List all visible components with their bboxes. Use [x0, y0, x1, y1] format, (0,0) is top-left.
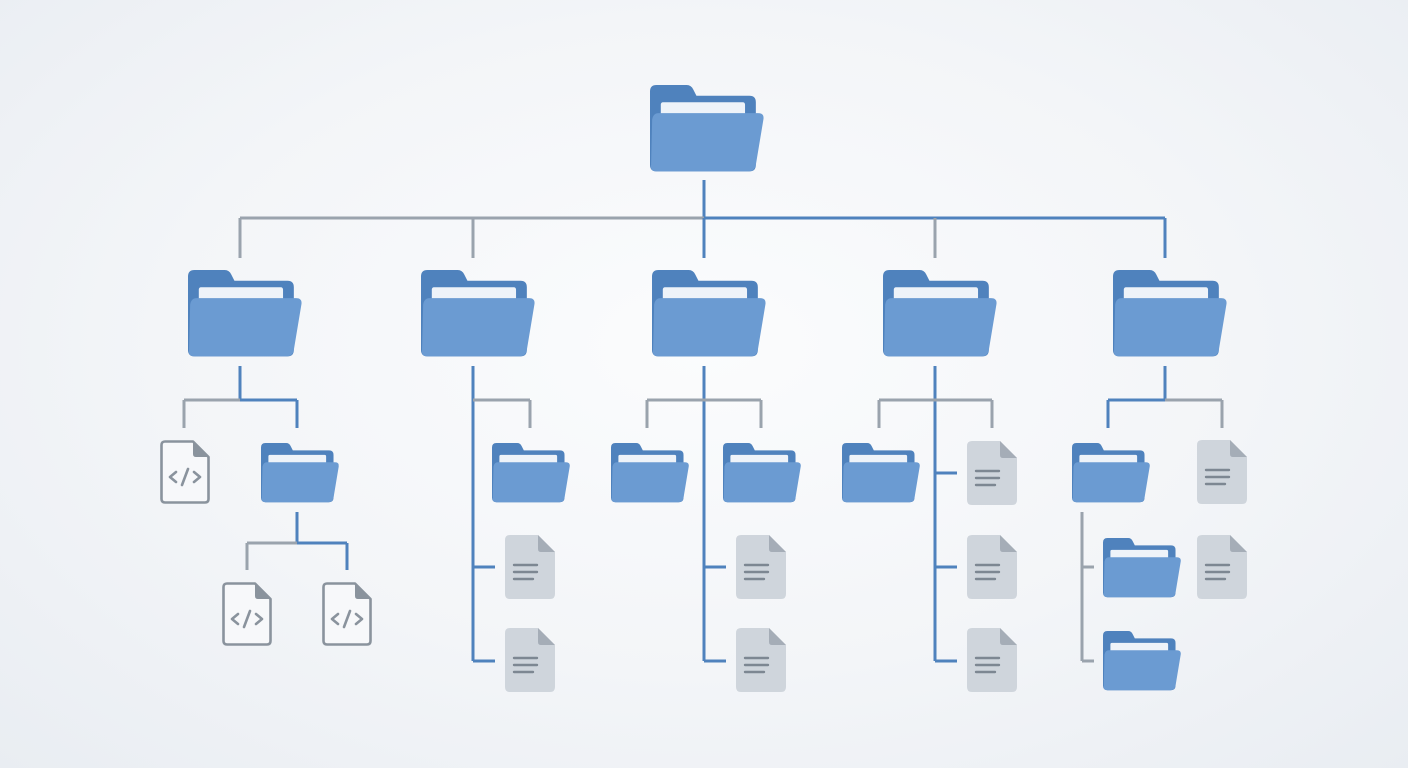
- folder-icon: [842, 443, 920, 503]
- document-icon: [967, 535, 1017, 599]
- folder-icon: [492, 443, 570, 503]
- document-icon: [736, 535, 786, 599]
- document-icon: [505, 628, 555, 692]
- folder-icon: [883, 270, 997, 357]
- document-icon: [1197, 440, 1247, 504]
- folder-icon: [1103, 631, 1181, 691]
- code-file-icon: [160, 440, 210, 504]
- folder-icon: [652, 270, 766, 357]
- document-icon: [967, 441, 1017, 505]
- document-icon: [505, 535, 555, 599]
- folder-icon: [1103, 538, 1181, 598]
- folder-icon: [1072, 443, 1150, 503]
- tree-nodes: [160, 85, 1247, 692]
- folder-icon: [723, 443, 801, 503]
- code-file-icon: [222, 582, 272, 646]
- document-icon: [967, 628, 1017, 692]
- folder-icon: [611, 443, 689, 503]
- document-icon: [1197, 535, 1247, 599]
- code-file-icon: [322, 582, 372, 646]
- folder-icon: [261, 443, 339, 503]
- folder-icon: [188, 270, 302, 357]
- connector-lines: [182, 180, 1224, 663]
- folder-icon: [421, 270, 535, 357]
- folder-icon: [1113, 270, 1227, 357]
- document-icon: [736, 628, 786, 692]
- folder-icon: [650, 85, 764, 172]
